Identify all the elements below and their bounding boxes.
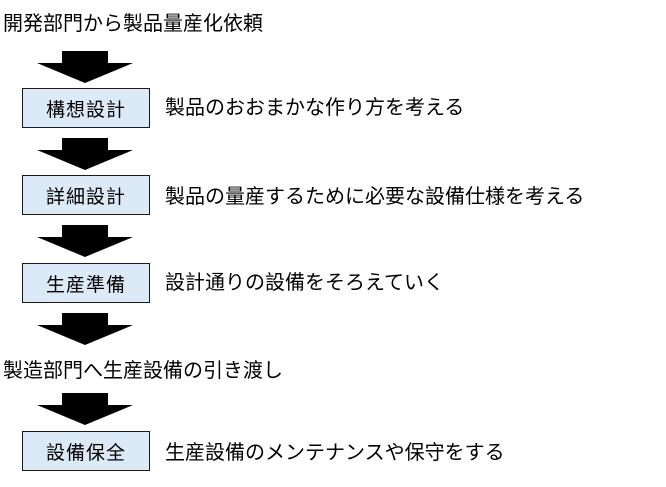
- down-arrow-icon: [37, 313, 133, 345]
- step-box-production-prep: 生産準備: [22, 263, 150, 303]
- step-label: 生産準備: [45, 273, 126, 296]
- top-label: 開発部門から製品量産化依頼: [3, 11, 263, 35]
- down-arrow-icon: [37, 138, 133, 170]
- step-description: 製品の量産するために必要な設備仕様を考える: [165, 184, 585, 208]
- down-arrow-icon: [37, 51, 133, 83]
- step-label: 構想設計: [45, 98, 126, 121]
- down-arrow-icon: [37, 225, 133, 257]
- down-arrow-icon: [37, 393, 133, 425]
- step-description: 製品のおおまかな作り方を考える: [165, 95, 465, 119]
- handoff-label: 製造部門へ生産設備の引き渡し: [3, 358, 283, 382]
- step-label: 詳細設計: [45, 185, 126, 208]
- step-box-detail-design: 詳細設計: [22, 175, 150, 215]
- step-description: 生産設備のメンテナンスや保守をする: [165, 440, 505, 464]
- step-box-maintenance: 設備保全: [22, 431, 150, 471]
- step-box-concept-design: 構想設計: [22, 88, 150, 128]
- step-description: 設計通りの設備をそろえていく: [165, 270, 444, 294]
- step-label: 設備保全: [45, 441, 126, 464]
